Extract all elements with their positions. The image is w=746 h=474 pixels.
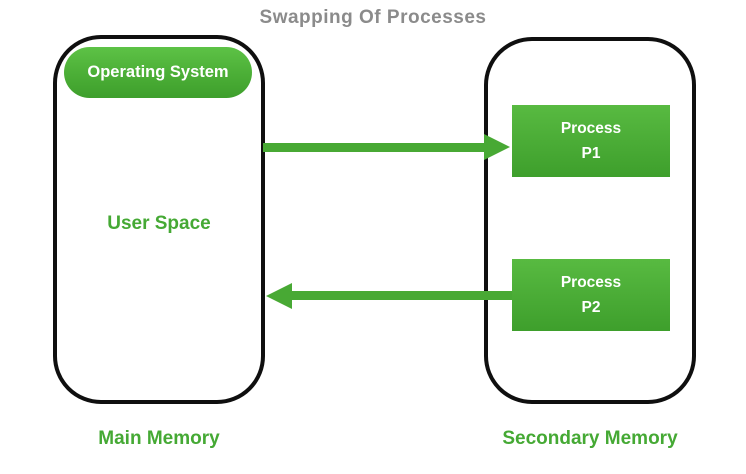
process-p2-label-line1: Process bbox=[560, 273, 622, 291]
swap-in-arrow-body bbox=[292, 291, 512, 300]
main-memory-container: Operating System User Space bbox=[53, 35, 265, 404]
process-p2-box: Process P2 bbox=[512, 259, 670, 331]
swap-in-arrow-head-icon bbox=[266, 283, 292, 309]
main-memory-label: Main Memory bbox=[98, 428, 220, 449]
operating-system-pill: Operating System bbox=[64, 47, 252, 98]
process-p1-box: Process P1 bbox=[512, 105, 670, 177]
user-space-label: User Space bbox=[107, 213, 211, 234]
process-p1-label-line2: P1 bbox=[581, 144, 601, 162]
swap-out-arrow-head-icon bbox=[484, 134, 510, 160]
swap-out-arrow-body bbox=[263, 143, 485, 152]
diagram-title: Swapping Of Processes bbox=[259, 7, 487, 28]
secondary-memory-container bbox=[484, 37, 696, 404]
secondary-memory-label: Secondary Memory bbox=[502, 428, 678, 449]
process-p2-label-line2: P2 bbox=[581, 298, 601, 316]
process-p1-label-line1: Process bbox=[560, 119, 622, 137]
operating-system-label: Operating System bbox=[87, 63, 229, 81]
